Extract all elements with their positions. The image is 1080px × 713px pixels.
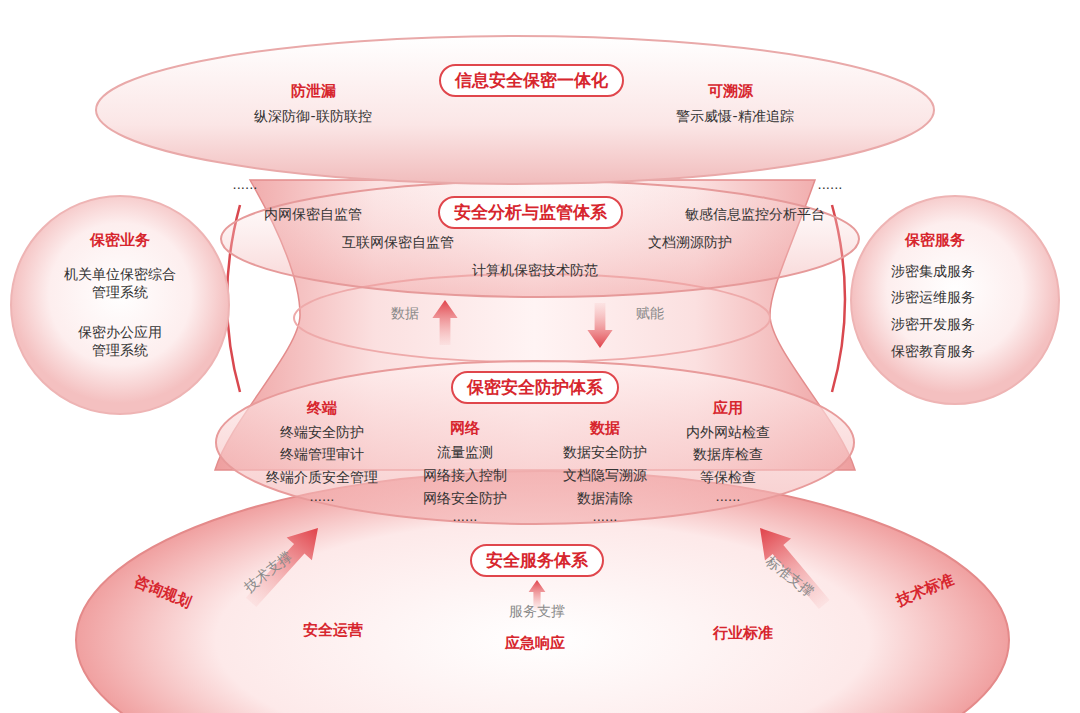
- item-text: 内网保密自监管: [264, 206, 362, 224]
- pill-title: 安全服务体系: [486, 549, 588, 571]
- item-text: 互联网保密自监管: [342, 234, 454, 252]
- item-text: 内外网站检查: [686, 424, 770, 442]
- item-text: 数据安全防护: [563, 444, 647, 462]
- item-text: 流量监测: [437, 444, 493, 462]
- pill-title: 安全分析与监管体系: [454, 201, 607, 223]
- item-text: 网络接入控制: [423, 467, 507, 485]
- item-text: 数据库检查: [693, 446, 763, 464]
- pill-title: 信息安全保密一体化: [455, 69, 608, 91]
- item-text: 涉密开发服务: [891, 316, 975, 334]
- annotation-label: 赋能: [636, 305, 664, 323]
- item-text: 终端管理审计: [280, 446, 364, 464]
- item-text: 机关单位保密综合管理系统: [61, 266, 179, 301]
- side-circle: 保密服务涉密集成服务涉密运维服务涉密开发服务保密教育服务: [850, 195, 1060, 405]
- annotation-label: 数据: [391, 305, 419, 323]
- item-text: 文档溯源防护: [648, 234, 732, 252]
- item-text: ......: [716, 489, 741, 505]
- top-ellipse: 防泄漏纵深防御-联防联控 可溯源警示威慑-精准追踪 信息安全保密一体化: [95, 35, 935, 185]
- band-ellipse: 终端终端安全防护终端管理审计终端介质安全管理...... 网络流量监测网络接入控制…: [215, 360, 855, 525]
- item-text: ......: [593, 509, 618, 525]
- item-text: 等保检查: [700, 469, 756, 487]
- title-pill: 信息安全保密一体化: [439, 64, 624, 97]
- pill-title: 保密安全防护体系: [467, 376, 603, 398]
- item-text: 保密教育服务: [891, 343, 975, 361]
- section-heading: 安全运营: [303, 621, 363, 640]
- item-text: ......: [310, 489, 335, 505]
- section-heading: 保密业务: [90, 231, 150, 250]
- section-heading: 应急响应: [505, 634, 565, 653]
- title-pill: 保密安全防护体系: [451, 371, 619, 404]
- section-heading: 保密服务: [905, 231, 965, 250]
- item-text: 敏感信息监控分析平台: [685, 206, 825, 224]
- item-text: 文档隐写溯源: [563, 467, 647, 485]
- top-ellipse-outline: [95, 35, 935, 185]
- section-heading: 行业标准: [713, 624, 773, 643]
- item-text: 保密办公应用管理系统: [74, 324, 166, 359]
- item-text: ......: [453, 509, 478, 525]
- item-text: 涉密运维服务: [891, 289, 975, 307]
- item-text: 终端安全防护: [280, 424, 364, 442]
- title-pill: 安全服务体系: [470, 544, 604, 577]
- item-text: 计算机保密技术防范: [472, 262, 598, 280]
- title-pill: 安全分析与监管体系: [438, 196, 623, 229]
- section-heading: 终端: [307, 399, 337, 418]
- side-circle: 保密业务机关单位保密综合管理系统保密办公应用管理系统: [10, 195, 230, 415]
- item-text: 数据清除: [577, 490, 633, 508]
- band-ellipse: 内网保密自监管 敏感信息监控分析平台互联网保密自监管 文档溯源防护计算机保密技术防范…: [220, 180, 860, 298]
- item-text: 涉密集成服务: [891, 263, 975, 281]
- section-heading: 应用: [713, 399, 743, 418]
- item-text: 终端介质安全管理: [266, 469, 378, 487]
- side-circle-outline: [10, 195, 230, 415]
- item-text: 网络安全防护: [423, 490, 507, 508]
- section-heading: 网络: [450, 419, 480, 438]
- annotation-label: ......: [233, 177, 258, 193]
- item-text: 纵深防御-联防联控: [254, 108, 371, 126]
- section-heading: 数据: [590, 419, 620, 438]
- section-heading: 可溯源: [708, 82, 753, 101]
- item-text: 警示威慑-精准追踪: [676, 108, 793, 126]
- annotation-label: 服务支撑: [509, 603, 565, 621]
- section-heading: 防泄漏: [291, 82, 336, 101]
- annotation-label: ......: [818, 177, 843, 193]
